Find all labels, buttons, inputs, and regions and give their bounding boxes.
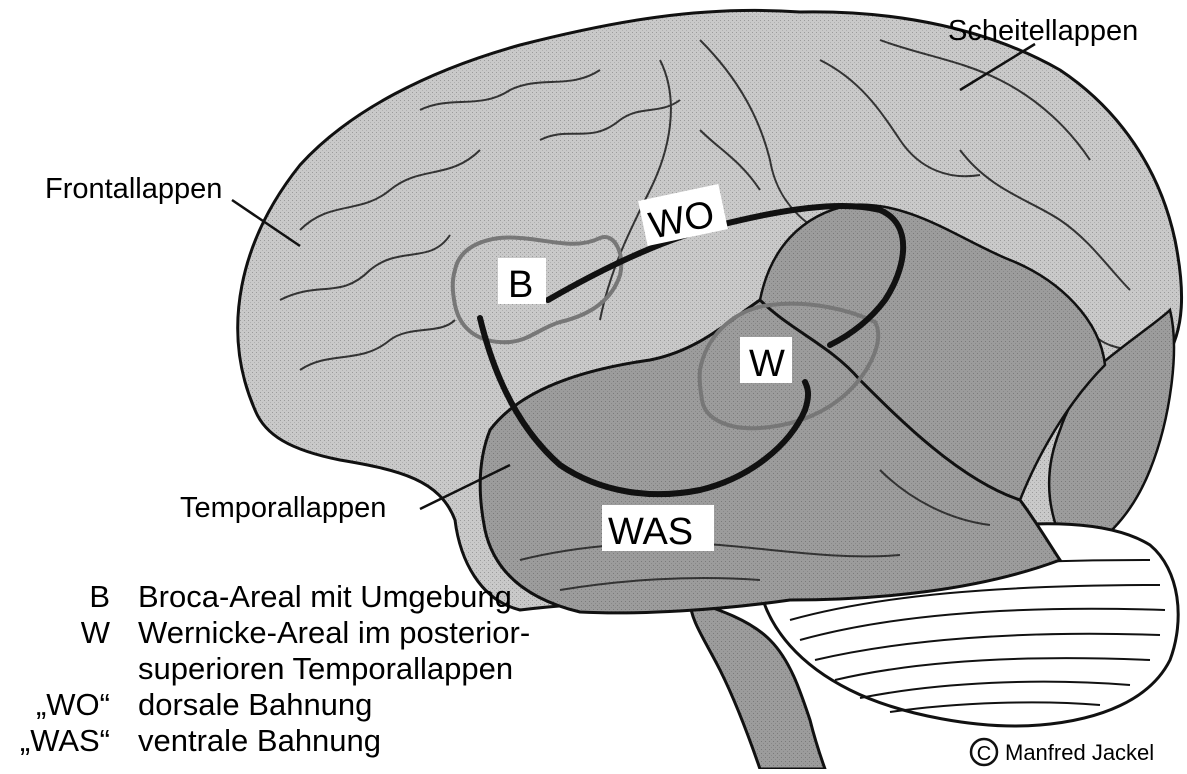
frontal-lobe-label: Frontallappen bbox=[45, 173, 222, 205]
ventral-tag: WAS bbox=[608, 511, 693, 553]
legend-key: B bbox=[89, 579, 110, 614]
legend-key: W bbox=[81, 615, 111, 650]
legend-text: superioren Temporallappen bbox=[138, 651, 513, 686]
legend-text: ventrale Bahnung bbox=[138, 723, 381, 758]
legend-text: Broca-Areal mit Umgebung bbox=[138, 579, 512, 614]
copyright-symbol: C bbox=[977, 743, 991, 765]
wernicke-tag: W bbox=[749, 343, 785, 385]
legend: B Broca-Areal mit Umgebung W Wernicke-Ar… bbox=[20, 579, 530, 758]
legend-key: „WO“ bbox=[36, 687, 110, 722]
legend-text: Wernicke-Areal im posterior- bbox=[138, 615, 530, 650]
legend-text: dorsale Bahnung bbox=[138, 687, 372, 722]
parietal-lobe-label: Scheitellappen bbox=[948, 15, 1138, 47]
broca-tag: B bbox=[508, 264, 533, 306]
copyright-author: Manfred Jackel bbox=[1005, 740, 1154, 765]
temporal-lobe-label: Temporallappen bbox=[180, 492, 386, 524]
legend-key: „WAS“ bbox=[20, 723, 110, 758]
copyright: C Manfred Jackel bbox=[971, 739, 1154, 765]
